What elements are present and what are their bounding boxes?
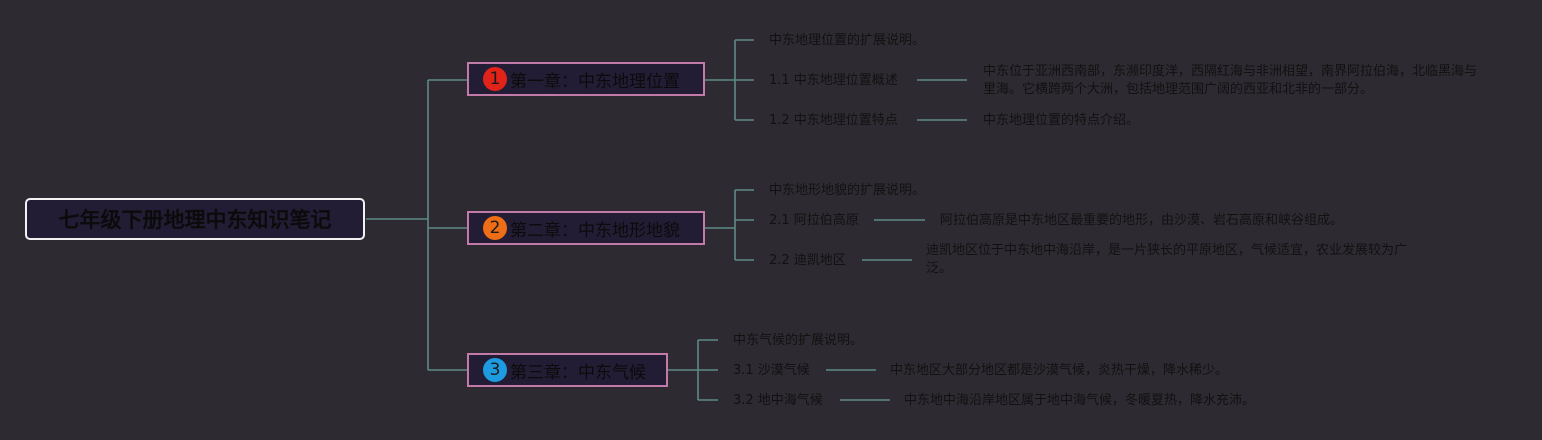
section-2-2-desc[interactable]: 迪凯地区位于中东地中海沿岸，是一片狭长的平原地区，气候适宜，农业发展较为广泛。: [926, 243, 1408, 276]
section-1-1-label[interactable]: 1.1 中东地理位置概述: [769, 73, 898, 88]
chapter-node-3[interactable]: 3 第三章：中东气候: [467, 353, 668, 387]
section-3-2-label[interactable]: 3.2 地中海气候: [733, 393, 823, 408]
chapter-2-intro[interactable]: 中东地形地貌的扩展说明。: [769, 183, 926, 198]
chapter-title: 第三章：中东气候: [510, 362, 646, 383]
section-2-1-label[interactable]: 2.1 阿拉伯高原: [769, 213, 859, 228]
section-1-2-label[interactable]: 1.2 中东地理位置特点: [769, 113, 898, 128]
chapter-1-section-connectors: [917, 79, 967, 121]
badge-2-icon: 2: [483, 216, 507, 240]
root-node[interactable]: 七年级下册地理中东知识笔记: [25, 198, 365, 240]
chapter-title: 第一章：中东地理位置: [510, 71, 680, 92]
section-1-2-desc[interactable]: 中东地理位置的特点介绍。: [983, 113, 1140, 128]
section-3-1-label[interactable]: 3.1 沙漠气候: [733, 363, 810, 378]
chapter-3-connector: [668, 339, 718, 401]
chapter-node-2[interactable]: 2 第二章：中东地形地貌: [467, 211, 705, 245]
chapter-title: 第二章：中东地形地貌: [510, 220, 680, 241]
section-3-1-desc[interactable]: 中东地区大部分地区都是沙漠气候，炎热干燥，降水稀少。: [890, 363, 1229, 378]
chapter-1-intro[interactable]: 中东地理位置的扩展说明。: [769, 33, 926, 48]
section-3-2-desc[interactable]: 中东地中海沿岸地区属于地中海气候，冬暖夏热，降水充沛。: [904, 393, 1256, 408]
section-2-2-label[interactable]: 2.2 迪凯地区: [769, 253, 846, 268]
badge-3-icon: 3: [483, 358, 507, 382]
chapter-node-1[interactable]: 1 第一章：中东地理位置: [467, 62, 705, 96]
section-1-1-desc[interactable]: 中东位于亚洲西南部，东濒印度洋，西隔红海与非洲相望，南界阿拉伯海，北临黑海与里海…: [983, 64, 1478, 97]
chapter-2-connector: [705, 189, 754, 261]
badge-1-icon: 1: [483, 67, 507, 91]
section-2-1-desc[interactable]: 阿拉伯高原是中东地区最重要的地形，由沙漠、岩石高原和峡谷组成。: [940, 213, 1344, 228]
root-connector: [366, 79, 468, 371]
chapter-3-section-connectors: [826, 369, 890, 401]
chapter-2-section-connectors: [862, 219, 925, 261]
chapter-1-connector: [705, 39, 754, 121]
root-title: 七年级下册地理中东知识笔记: [58, 208, 332, 232]
chapter-3-intro[interactable]: 中东气候的扩展说明。: [733, 333, 864, 348]
